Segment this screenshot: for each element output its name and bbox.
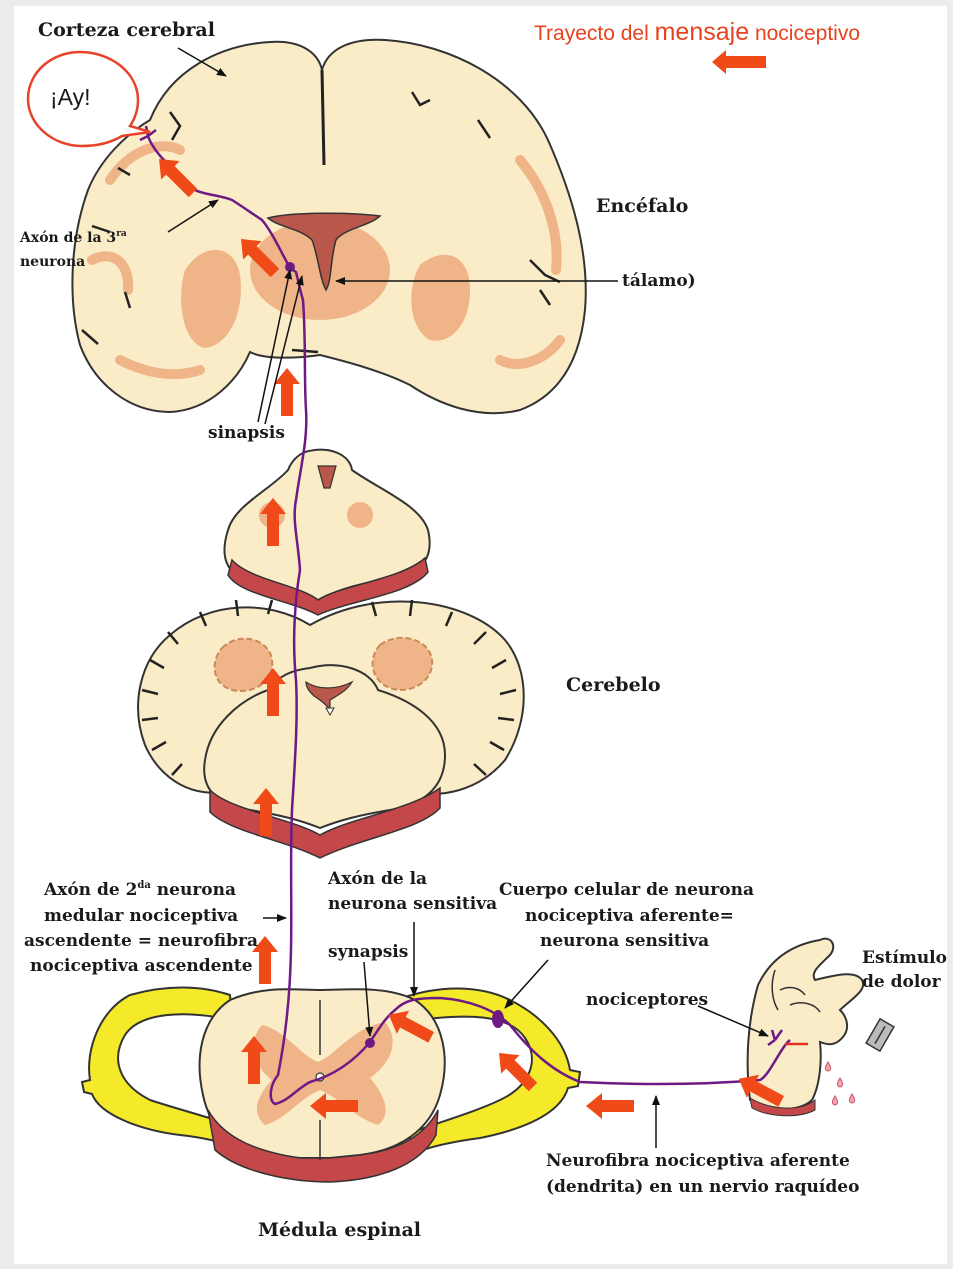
label-axon2-text-b: neurona [151, 880, 236, 900]
label-cuerpo-3: neurona sensitiva [540, 931, 709, 951]
label-axon3-line2: neurona [20, 254, 85, 270]
label-axon2-text-a: Axón de 2 [43, 880, 137, 900]
label-cuerpo-1: Cuerpo celular de neurona [499, 880, 754, 900]
label-nociceptores: nociceptores [586, 990, 708, 1010]
label-axon-sens-1: Axón de la [327, 869, 427, 889]
label-medula: Médula espinal [258, 1219, 421, 1241]
label-estimulo-1: Estímulo [862, 948, 947, 968]
label-cerebelo: Cerebelo [566, 674, 661, 696]
longitudinal-fissure [322, 70, 324, 165]
ay-exclamation: ¡Ay! [50, 84, 90, 110]
label-corteza: Corteza cerebral [38, 19, 215, 41]
label-neurofibra-1: Neurofibra nociceptiva aferente [546, 1151, 850, 1171]
legend-title: Trayecto del mensaje nociceptivo [534, 18, 860, 46]
label-axon3: Axón de la 3ra [19, 229, 127, 246]
label-estimulo-2: de dolor [862, 972, 942, 992]
label-axon2-sup: da [137, 880, 151, 891]
label-axon3-sup: ra [116, 229, 127, 239]
label-axon-sens-2: neurona sensitiva [328, 894, 497, 914]
label-axon3-text: Axón de la 3 [19, 230, 116, 246]
label-axon2-line3: ascendente = neurofibra [24, 931, 258, 951]
label-axon2-line2: medular nociceptiva [44, 906, 238, 926]
label-axon2-line4: nociceptiva ascendente [30, 956, 253, 976]
midbrain-nucleus-right [347, 502, 373, 528]
label-talamo: tálamo) [622, 271, 696, 291]
label-sinapsis: sinapsis [208, 423, 285, 443]
label-neurofibra-2: (dendrita) en un nervio raquídeo [546, 1177, 859, 1197]
legend-emphasis: mensaje [655, 18, 750, 46]
spinal-synapse-dot [365, 1038, 375, 1048]
legend-prefix: Trayecto del [534, 22, 655, 45]
sensory-neuron-cell-body [492, 1010, 504, 1028]
label-synapsis: synapsis [328, 942, 408, 962]
label-encefalo: Encéfalo [596, 195, 688, 217]
label-cuerpo-2: nociceptiva aferente= [525, 906, 734, 926]
legend-suffix: nociceptivo [749, 22, 860, 45]
